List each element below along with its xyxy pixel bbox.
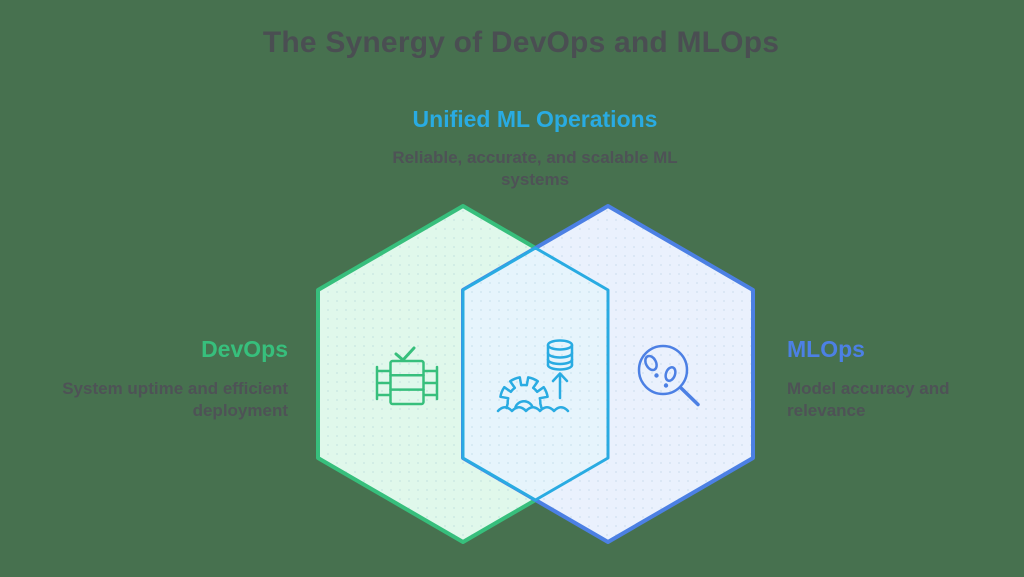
intersection-hexagon <box>461 246 610 502</box>
server-checkmark-icon <box>375 346 439 406</box>
gear-database-arrow-icon <box>496 339 574 413</box>
devops-description: System uptime and efficient deployment <box>62 379 288 420</box>
unified-ml-operations-label: Unified ML Operations <box>412 106 658 132</box>
mlops-label: MLOps <box>787 336 865 362</box>
page-title: The Synergy of DevOps and MLOps <box>262 26 780 59</box>
mlops-description: Model accuracy and relevance <box>787 379 950 420</box>
unified-ml-operations-description: Reliable, accurate, and scalable ML syst… <box>392 148 678 189</box>
magnifying-glass-footprints-icon <box>637 344 700 407</box>
devops-label: DevOps <box>201 336 288 362</box>
